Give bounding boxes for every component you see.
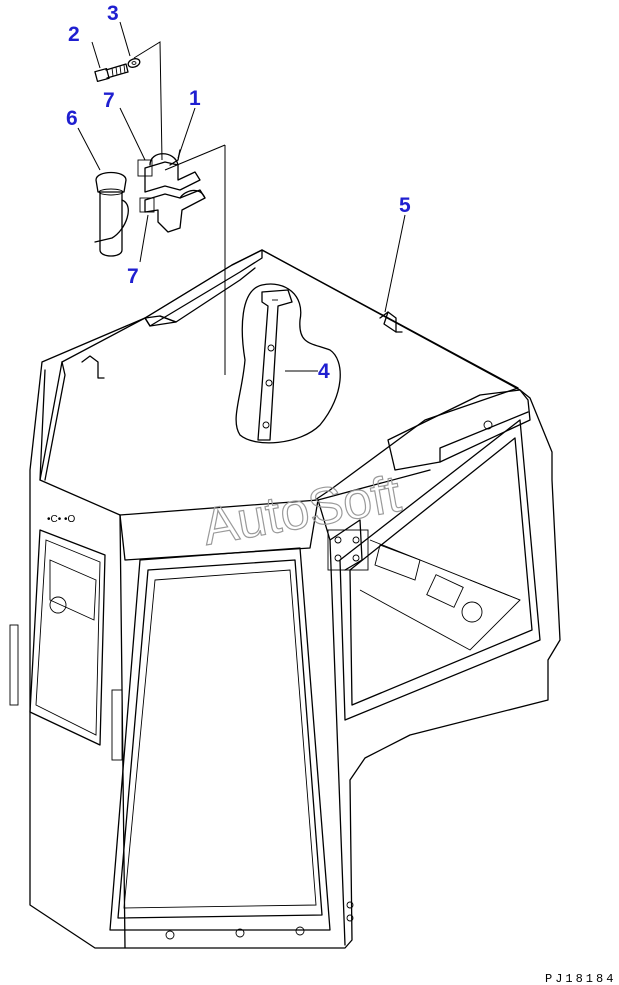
front-left-pillar	[119, 514, 126, 949]
mount-bolt	[334, 536, 342, 544]
rail-part	[257, 289, 293, 441]
leader-2	[91, 41, 101, 69]
leader-lines	[77, 21, 406, 372]
windshield-frame-inner	[117, 559, 323, 919]
bracket-part-1	[137, 149, 201, 193]
callout-7-upper: 7	[103, 89, 115, 112]
left-interior-knob	[49, 596, 67, 614]
housing-bolt	[483, 420, 493, 430]
washer-part-3	[127, 58, 141, 68]
callout-1: 1	[189, 87, 201, 110]
roof-housing-edge	[439, 411, 529, 463]
roof-rear-edge	[61, 249, 263, 363]
leader-5	[384, 214, 406, 313]
roof-clip-edge	[383, 311, 397, 333]
right-window-frame	[339, 419, 541, 721]
mount-bolt	[352, 536, 360, 544]
inner-cutout	[461, 601, 483, 623]
right-window-inner	[349, 437, 533, 706]
front-right-pillar	[317, 499, 346, 946]
callout-2: 2	[68, 23, 80, 46]
leader-3	[119, 21, 131, 57]
left-pillar-inner	[44, 361, 66, 481]
leader-7b	[139, 214, 149, 263]
bolt-part-2	[94, 63, 129, 83]
bracket-guide-line	[164, 144, 226, 171]
windshield-glass	[123, 569, 317, 909]
left-interior-part	[49, 559, 97, 621]
washer-inner	[131, 61, 137, 65]
callout-4: 4	[318, 360, 330, 383]
mount-bolt	[352, 554, 360, 562]
lower-bracket-clip	[139, 197, 155, 213]
roof-rim-detail	[159, 267, 256, 323]
inset-detail-part-4	[224, 145, 341, 444]
detail-blob-outline	[235, 283, 341, 444]
container-rim	[98, 188, 124, 196]
bolt-head	[94, 67, 110, 83]
roof-rim-cap	[144, 315, 177, 327]
left-rear-pillar	[39, 369, 46, 481]
roof-clip-right	[379, 311, 403, 333]
callout-3: 3	[107, 2, 119, 25]
leader-1	[177, 107, 196, 159]
rail-hole	[267, 344, 275, 352]
roof-right-edge	[261, 249, 519, 501]
cab-roof-outline	[29, 249, 561, 949]
lower-bracket-loop	[179, 189, 206, 199]
inner-plate	[374, 544, 421, 581]
callout-7-lower: 7	[127, 265, 139, 288]
sill-hole	[235, 928, 245, 938]
leader-6	[77, 127, 101, 171]
pillar-hole	[346, 901, 354, 909]
container-body	[99, 191, 123, 257]
washer-outer	[127, 58, 141, 68]
bolt-thread	[111, 64, 126, 77]
bolt-guide-line	[133, 41, 163, 161]
container-strap	[94, 199, 129, 243]
inner-panel	[426, 574, 464, 608]
sill-hole	[295, 926, 305, 936]
pillar-hole	[346, 914, 354, 922]
operator-cab-drawing: •C• •O	[9, 249, 561, 949]
bracket-loop	[149, 153, 179, 166]
inner-frame	[359, 539, 521, 651]
mount-bolt	[334, 554, 342, 562]
callout-6: 6	[66, 107, 78, 130]
panel-mark: •C• •O	[47, 514, 76, 525]
container-cap	[95, 171, 127, 193]
lower-bracket-body	[144, 189, 206, 233]
rail-hole	[262, 421, 270, 429]
roof-rim-front	[144, 249, 263, 327]
inner-rail	[469, 579, 521, 601]
left-window-inner	[35, 539, 101, 736]
windshield-frame-outer	[109, 547, 331, 931]
callout-5: 5	[399, 194, 411, 217]
callout-labels: 1 2 3 4 5 6 7 7	[66, 2, 411, 383]
container-part-6	[94, 171, 129, 257]
front-handle	[111, 689, 123, 761]
left-window-frame	[29, 529, 106, 746]
leader-7a	[119, 107, 146, 161]
mount-plate	[327, 529, 369, 571]
watermark-text: AutoSoft	[198, 465, 405, 557]
roof-side-housing	[387, 389, 531, 471]
drawing-code: PJ18184	[545, 972, 616, 985]
bracket-part-7	[139, 189, 206, 233]
exploded-hardware	[94, 41, 226, 257]
rail-hole	[265, 379, 273, 387]
roof-clip-left	[81, 355, 105, 379]
left-handle	[9, 624, 19, 706]
sill-hole	[165, 930, 175, 940]
